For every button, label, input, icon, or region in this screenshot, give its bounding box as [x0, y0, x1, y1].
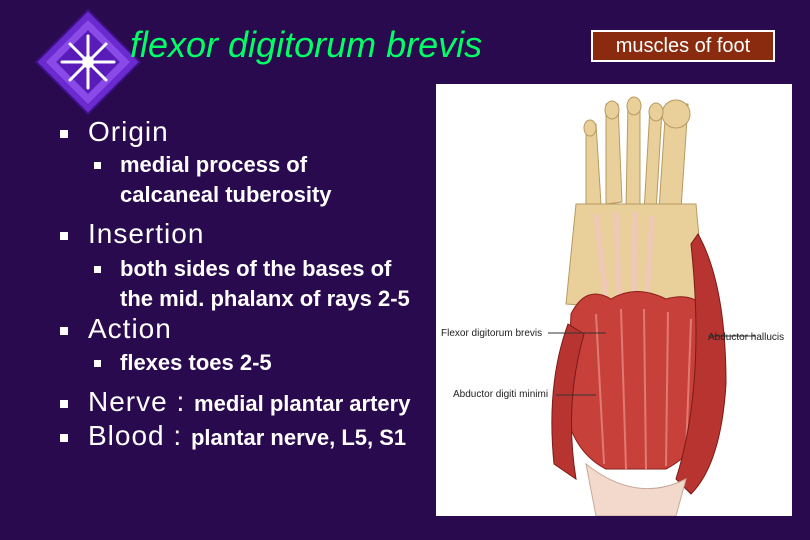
bullet-square-icon — [60, 327, 68, 335]
topic-badge: muscles of foot — [591, 30, 775, 62]
label-abductor-digiti-minimi: Abductor digiti minimi — [453, 389, 549, 400]
insertion-label: Insertion — [88, 218, 205, 249]
label-abductor-hallucis: Abductor hallucis — [708, 332, 785, 343]
nerve-label: Nerve : — [88, 386, 195, 417]
bullet-square-icon — [60, 400, 68, 408]
origin-label: Origin — [88, 116, 169, 147]
action-label: Action — [88, 313, 172, 344]
bullet-nerve: Nerve : medial plantar artery — [60, 386, 436, 426]
bullet-square-icon — [94, 162, 101, 169]
bullet-blood: Blood : plantar nerve, L5, S1 — [60, 420, 436, 460]
insertion-detail-line2: the mid. phalanx of rays 2-5 — [120, 286, 410, 311]
blood-value: plantar nerve, L5, S1 — [190, 425, 407, 450]
foot-muscle-illustration: Flexor digitorum brevis Abductor halluci… — [436, 84, 792, 516]
bullet-square-icon — [60, 434, 68, 442]
origin-detail-line2: calcaneal tuberosity — [120, 182, 332, 207]
origin-detail-line1: medial process of — [120, 152, 308, 177]
foot-drawing — [548, 96, 756, 516]
bullet-square-icon — [60, 130, 68, 138]
nerve-value: medial plantar artery — [194, 391, 411, 416]
action-detail: flexes toes 2-5 — [120, 350, 272, 375]
bullet-square-icon — [94, 266, 101, 273]
slide-title: flexor digitorum brevis — [130, 24, 483, 65]
blood-label: Blood : — [88, 420, 191, 451]
insertion-detail-line1: both sides of the bases of — [120, 256, 392, 281]
bullet-insertion-detail: both sides of the bases of the mid. phal… — [94, 254, 436, 316]
bullet-square-icon — [60, 232, 68, 240]
bullet-square-icon — [94, 360, 101, 367]
star-logo-icon — [34, 8, 142, 116]
label-flexor-digitorum-brevis: Flexor digitorum brevis — [441, 328, 543, 339]
